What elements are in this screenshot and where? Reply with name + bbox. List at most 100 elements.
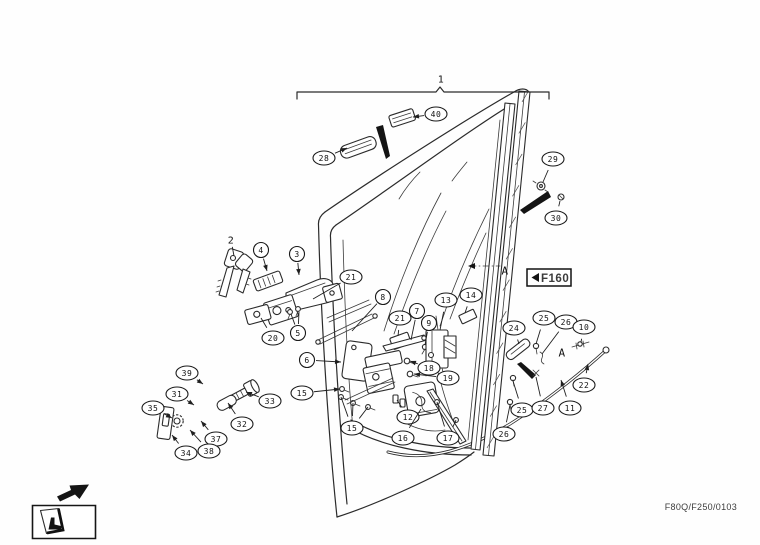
- assembly-bracket: [297, 87, 549, 99]
- leader-arrowhead-icon: [560, 380, 566, 387]
- leader-line: [543, 170, 548, 182]
- link-part24: [505, 337, 532, 361]
- bolt-part25-lower: [510, 375, 515, 386]
- pointer-wedge-icon: [517, 362, 536, 379]
- leader-line: [397, 400, 401, 407]
- clips-part12: [393, 395, 405, 407]
- x-mark: [533, 370, 539, 376]
- callout-bubble-27: [532, 401, 554, 415]
- leader-arrowhead-icon: [228, 403, 234, 410]
- door-lock-rod: [388, 347, 609, 456]
- leader-line: [352, 304, 377, 331]
- doc-reference: F80Q/F250/0103: [665, 502, 737, 512]
- callout-20: 20: [268, 334, 279, 343]
- leader-arrowhead-icon: [334, 359, 341, 364]
- leader-arrowhead-icon: [414, 372, 421, 377]
- bolt-part25-upper: [533, 343, 538, 354]
- bolt-part26-lower: [507, 399, 512, 410]
- callout-24: 24: [509, 324, 520, 333]
- leader-line: [411, 320, 415, 340]
- callout-bubble-7: [410, 304, 425, 319]
- leader-line: [440, 312, 444, 330]
- callout-bubble-3: [290, 247, 305, 262]
- callout-bubble-33: [259, 394, 281, 408]
- callout-bubble-28: [313, 151, 335, 165]
- callout-bubble-19: [437, 371, 459, 385]
- clip-part26-upper: [540, 352, 544, 364]
- leader-line: [465, 306, 467, 313]
- door-seat-icon: [41, 509, 64, 534]
- callout-22: 22: [579, 381, 590, 390]
- callout-bubble-16: [392, 431, 414, 445]
- leader-line: [261, 318, 267, 328]
- callout-bubble-18: [418, 361, 440, 375]
- callout-5: 5: [295, 329, 300, 338]
- callout-11: 11: [565, 404, 576, 413]
- clip-part29: [533, 181, 548, 192]
- striker-plate-part4: [253, 271, 283, 292]
- callout-8: 8: [380, 293, 385, 302]
- bolt-part10: [572, 341, 589, 349]
- callout-bubble-32: [231, 417, 253, 431]
- leader-line: [298, 312, 299, 324]
- guide-channel-part8: [316, 300, 377, 344]
- pointer-wedge-icon: [520, 191, 551, 214]
- callout-27: 27: [538, 404, 549, 413]
- callout-bubble-6: [300, 353, 315, 368]
- callout-4: 4: [258, 246, 263, 255]
- callout-19: 19: [443, 374, 454, 383]
- callout-31: 31: [172, 390, 183, 399]
- gasket-plate-part20: [244, 304, 271, 325]
- callout-15: 15: [347, 424, 358, 433]
- grommet-part35: [171, 415, 183, 427]
- leader-arrowhead-icon: [172, 435, 178, 442]
- callout-10: 10: [579, 323, 590, 332]
- callout-bubble-13: [435, 293, 457, 307]
- callout-38: 38: [204, 447, 215, 456]
- callout-35: 35: [148, 404, 159, 413]
- leader-arrowhead-icon: [201, 421, 207, 428]
- callout-2: 2: [228, 236, 235, 247]
- leader-line: [232, 247, 234, 256]
- leader-line: [542, 332, 559, 354]
- callout-bubble-29: [542, 152, 564, 166]
- callout-39: 39: [182, 369, 193, 378]
- spacer-part32: [216, 394, 238, 412]
- leader-line: [409, 409, 421, 428]
- leader-arrowhead-icon: [333, 387, 340, 392]
- leader-line: [536, 377, 540, 396]
- callout-25: 25: [539, 314, 550, 323]
- callout-bubble-5: [291, 326, 306, 341]
- leader-line: [291, 314, 295, 325]
- leader-arrowhead-icon: [263, 264, 268, 271]
- leader-arrowhead-icon: [196, 378, 203, 384]
- callout-bubble-14: [460, 288, 482, 302]
- callout-12: 12: [403, 413, 414, 422]
- callout-21: 21: [346, 273, 357, 282]
- callout-bubble-40: [425, 107, 447, 121]
- leader-line: [518, 339, 519, 344]
- leader-line: [536, 329, 540, 344]
- callout-34: 34: [181, 449, 192, 458]
- leader-line: [506, 405, 510, 422]
- window-glass-reflections: [384, 162, 489, 334]
- callout-bubble-9: [422, 316, 437, 331]
- callout-bubble-35: [142, 401, 164, 415]
- pointer-wedge-icon: [376, 125, 390, 159]
- callout-bubble-15: [341, 421, 363, 435]
- leader-arrowhead-icon: [187, 399, 194, 405]
- callout-bubble-26: [493, 427, 515, 441]
- callout-26: 26: [499, 430, 510, 439]
- bolt-part19: [407, 371, 418, 377]
- leader-line: [352, 403, 353, 416]
- section-line-a: [468, 263, 500, 269]
- callout-bubble-15: [291, 386, 313, 400]
- door-latch-part13: [424, 316, 460, 438]
- callout-17: 17: [443, 434, 454, 443]
- callout-bubble-8: [376, 290, 391, 305]
- figure-reference-label: F160: [541, 273, 569, 285]
- glass-run-molding-part28: [339, 135, 378, 160]
